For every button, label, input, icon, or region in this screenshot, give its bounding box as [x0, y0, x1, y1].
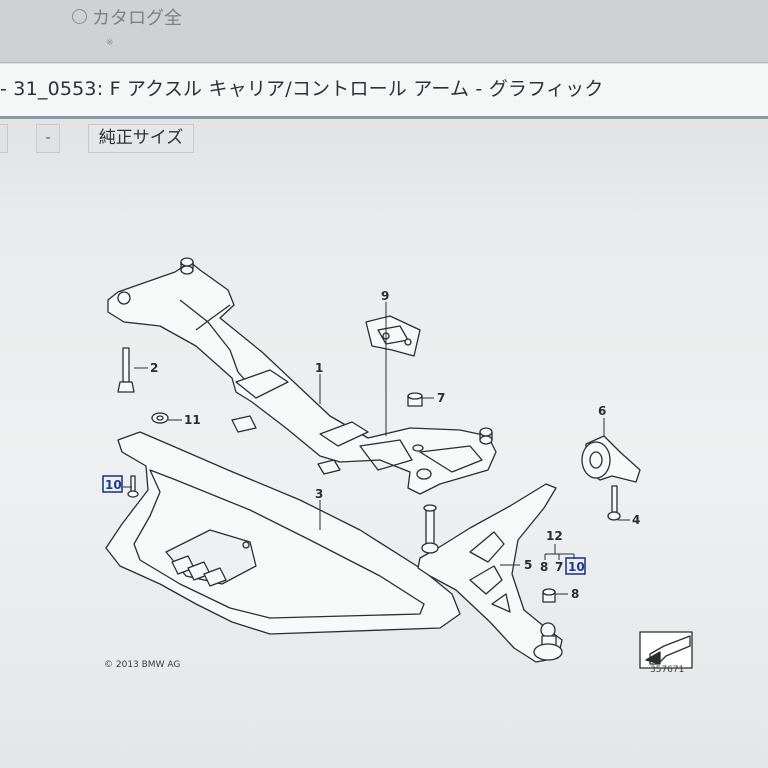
copyright-text: © 2013 BMW AG: [104, 660, 181, 670]
catalog-note: ※: [106, 38, 114, 48]
bushing-part-6[interactable]: [581, 435, 641, 483]
callout-8-in-group[interactable]: 8: [540, 560, 548, 574]
top-search-bar: カタログ全 ※: [0, 0, 768, 63]
control-arm-part-5[interactable]: [417, 483, 563, 663]
reinforcement-plate-part[interactable]: [105, 431, 461, 635]
nut-part-7[interactable]: [407, 392, 423, 407]
bolt-part-4[interactable]: [607, 485, 621, 521]
catalog-radio-label[interactable]: カタログ全: [92, 8, 182, 29]
callout-10-left[interactable]: 10: [105, 478, 122, 492]
callout-12[interactable]: 12: [546, 529, 563, 543]
nut-part-8[interactable]: [542, 588, 556, 603]
original-size-button[interactable]: 純正サイズ: [88, 124, 194, 153]
nut-part-11[interactable]: [151, 412, 169, 424]
callout-10-left-box: [102, 475, 123, 493]
callout-3[interactable]: 3: [315, 487, 323, 501]
page-title: - 31_0553: F アクスル キャリア/コントロール アーム - グラフィ…: [0, 78, 604, 100]
bolt-part-2[interactable]: [117, 347, 135, 393]
arrow-navigation-icon[interactable]: [639, 631, 693, 669]
diagram-number: 357671: [650, 665, 685, 675]
callout-7-in-group[interactable]: 7: [555, 560, 563, 574]
callout-11[interactable]: 11: [184, 413, 201, 427]
bracket-part-9[interactable]: [365, 315, 421, 357]
bolt-part-10-left[interactable]: [127, 475, 139, 498]
callout-10-right-box: [565, 557, 586, 575]
zoom-out-button[interactable]: -: [36, 124, 60, 153]
callout-8[interactable]: 8: [571, 587, 579, 601]
callout-2[interactable]: 2: [150, 361, 158, 375]
callout-10-right[interactable]: 10: [568, 560, 585, 574]
callout-5[interactable]: 5: [524, 558, 532, 572]
zoom-in-button[interactable]: [0, 124, 8, 153]
diagram-toolbar: - 純正サイズ: [0, 120, 768, 164]
callout-4[interactable]: 4: [632, 513, 640, 527]
title-bar: - 31_0553: F アクスル キャリア/コントロール アーム - グラフィ…: [0, 64, 768, 119]
callout-1[interactable]: 1: [315, 361, 323, 375]
callout-6[interactable]: 6: [598, 404, 606, 418]
axle-carrier-part[interactable]: [107, 257, 497, 495]
callout-9[interactable]: 9: [381, 289, 389, 303]
callout-7-upper[interactable]: 7: [437, 391, 445, 405]
catalog-radio-button[interactable]: [72, 9, 87, 24]
